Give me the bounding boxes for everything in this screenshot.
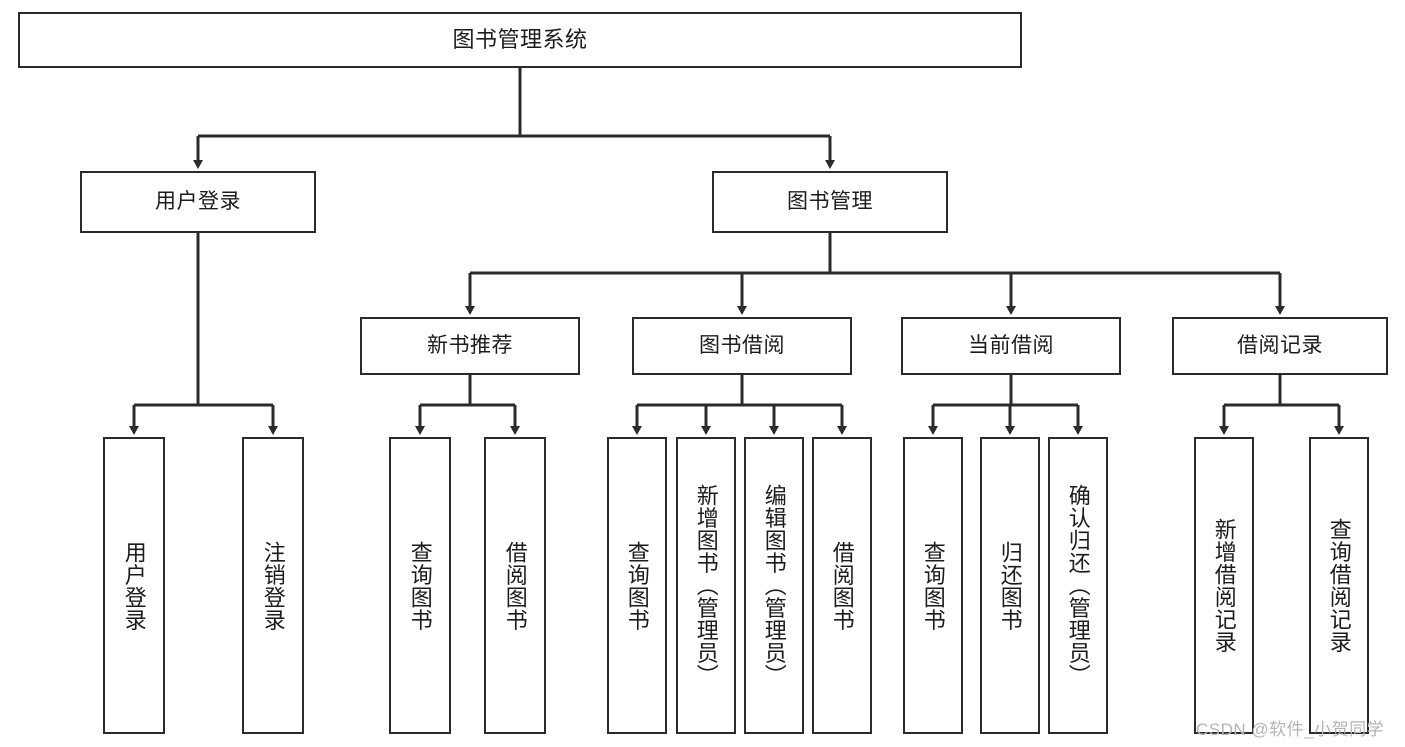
node-leaf8[interactable]: 借阅图书 [812, 437, 872, 734]
node-records[interactable]: 借阅记录 [1172, 317, 1388, 375]
csdn-watermark: CSDN @软件_小贺同学 [1196, 720, 1385, 739]
node-leaf4[interactable]: 借阅图书 [484, 437, 546, 734]
node-login[interactable]: 用户登录 [80, 171, 316, 233]
node-leaf10[interactable]: 归还图书 [980, 437, 1040, 734]
node-borrow[interactable]: 图书借阅 [632, 317, 852, 375]
node-leaf6[interactable]: 新增图书（管理员） [676, 437, 736, 734]
node-leaf5[interactable]: 查询图书 [607, 437, 667, 734]
node-leaf3[interactable]: 查询图书 [389, 437, 451, 734]
node-leaf2[interactable]: 注销登录 [242, 437, 304, 734]
node-root[interactable]: 图书管理系统 [18, 12, 1022, 68]
node-bookmgmt[interactable]: 图书管理 [712, 171, 948, 233]
node-current[interactable]: 当前借阅 [901, 317, 1121, 375]
node-leaf9[interactable]: 查询图书 [903, 437, 963, 734]
node-leaf7[interactable]: 编辑图书（管理员） [744, 437, 804, 734]
node-leaf1[interactable]: 用户登录 [103, 437, 165, 734]
node-leaf12[interactable]: 新增借阅记录 [1194, 437, 1254, 734]
node-leaf13[interactable]: 查询借阅记录 [1309, 437, 1369, 734]
node-leaf11[interactable]: 确认归还（管理员） [1048, 437, 1108, 734]
node-newbook[interactable]: 新书推荐 [360, 317, 580, 375]
